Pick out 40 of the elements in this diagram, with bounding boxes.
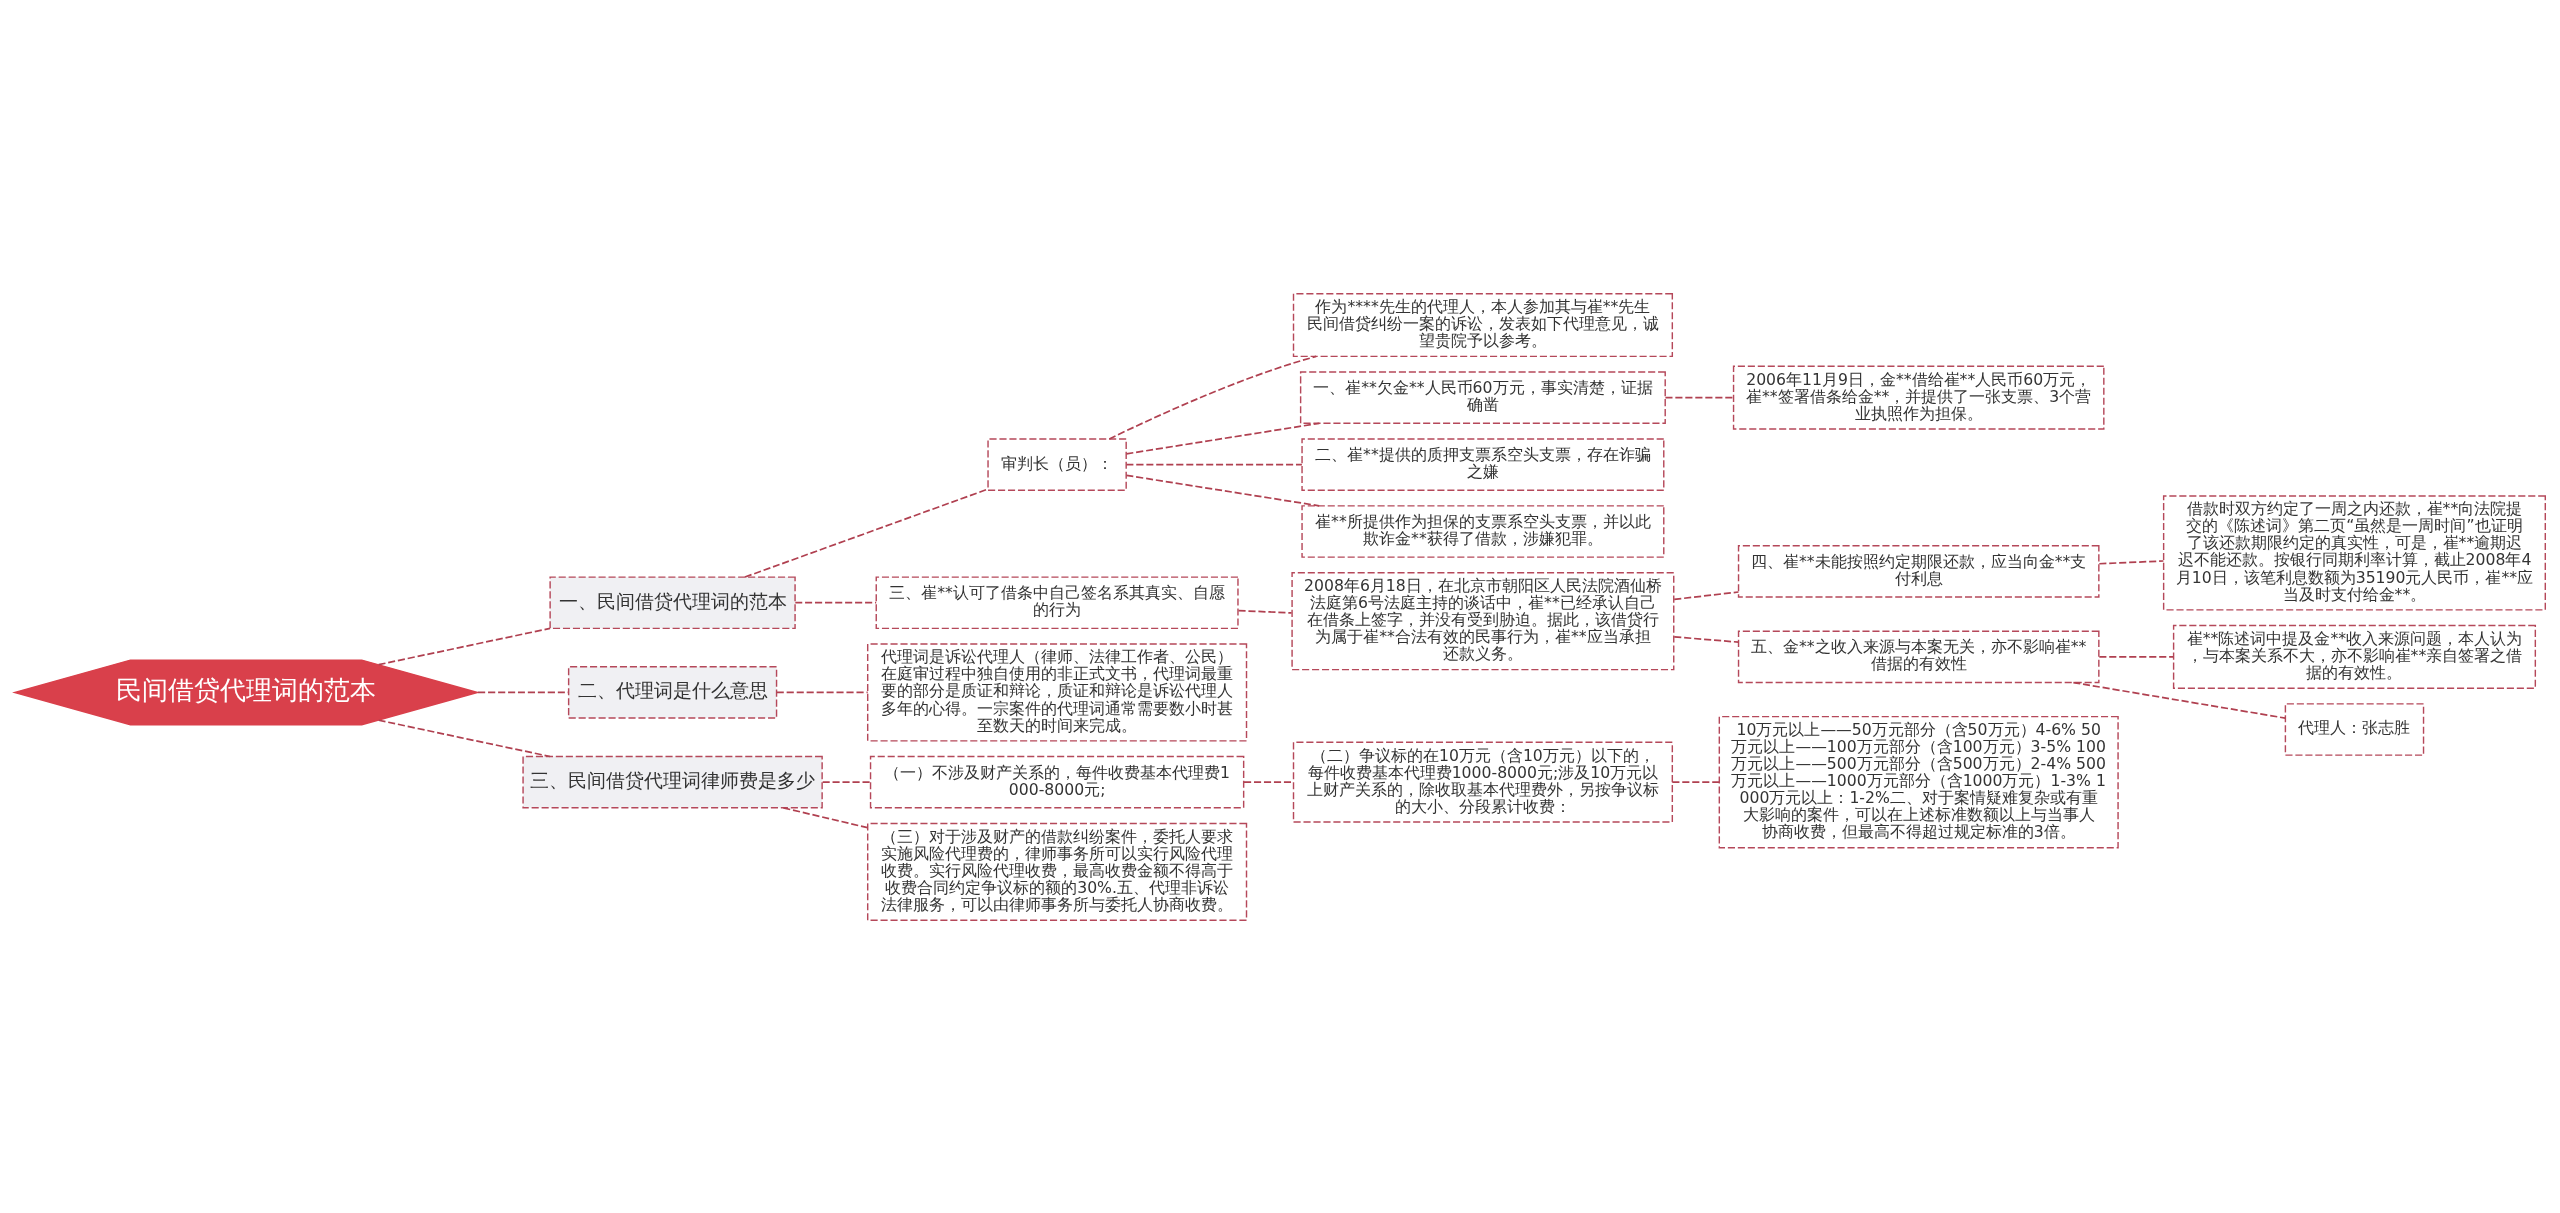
- node-box: 借款时双方约定了一周之内还款，崔**向法院提交的《陈述词》第二页“虽然是一周时间”也证明了该还款期限约定的真实性，可是，崔**逾期迟迟不能还款。按银行同期利率计算，截止2008年4月10日，该笔利息数额为35190元人民币，崔**应当及时支付给金**。: [2162, 494, 2546, 611]
- node-box: 三、民间借贷代理词律师费是多少: [522, 755, 823, 808]
- node-box: 审判长（员）：: [987, 437, 1127, 491]
- node-box: （三）对于涉及财产的借款纠纷案件，委托人要求实施风险代理费的，律师事务所可以实行风险代理收费。实行风险代理收费，最高收费金额不得高于收费合同约定争议标的额的30%.五、代理非诉讼法律服务，可以由律师事务所与委托人协商收费。: [867, 822, 1248, 921]
- connector: [377, 718, 551, 757]
- connector: [1664, 396, 1735, 398]
- node-box: 10万元以上——50万元部分（含50万元）4-6% 50万元以上——100万元部分（含100万元）3-5% 100万元以上——500万元部分（含500万元）2-4% 500万元以上——1000万元部分（含1000万元）1-3% 1000万元以上：1-2%二、对于案情疑难复杂或有重大影响的案件，可以在上述标准数额以上与当事人协商收费，但最高不得超过规定标准的3倍。: [1718, 715, 2119, 848]
- connector: [1673, 635, 1740, 643]
- connector: [1243, 780, 1294, 783]
- connector: [2072, 681, 2287, 719]
- node-box: 2008年6月18日，在北京市朝阳区人民法院酒仙桥法庭第6号法庭主持的谈话中，崔**已经承认自己在借条上签字，并没有受到胁迫。据此，该借贷行为属于崔**合法有效的民事行为，崔**应当承担还款义务。: [1291, 571, 1675, 670]
- connector: [377, 627, 551, 666]
- connector: [1237, 609, 1293, 614]
- node-box: 作为****先生的代理人，本人参加其与崔**先生民间借贷纠纷一案的诉讼，发表如下代理意见，诚望贵院予以参考。: [1292, 292, 1674, 357]
- node-box: 崔**所提供作为担保的支票系空头支票，并以此欺诈金**获得了借款，涉嫌犯罪。: [1301, 504, 1665, 558]
- connector: [2098, 559, 2165, 565]
- connector: [1125, 422, 1321, 455]
- connector: [1125, 463, 1303, 465]
- connector: [794, 601, 878, 604]
- node-box: 一、崔**欠金**人民币60万元，事实清楚，证据确凿: [1299, 370, 1666, 424]
- node-box: 三、崔**认可了借条中自己签名系其真实、自愿的行为: [875, 575, 1239, 629]
- node-box: 代理人：张志胜: [2284, 702, 2425, 756]
- node-box: 二、崔**提供的质押支票系空头支票，存在诈骗之嫌: [1301, 437, 1665, 491]
- connector: [1673, 590, 1740, 600]
- node-box: 崔**陈述词中提及金**收入来源问题，本人认为，与本案关系不大，亦不影响崔**亲自签署之借据的有效性。: [2172, 624, 2537, 689]
- connector: [2098, 655, 2175, 658]
- connector: [775, 691, 869, 693]
- connector: [1671, 780, 1720, 783]
- connector: [821, 780, 872, 783]
- node-box: 二、代理词是什么意思: [567, 665, 778, 719]
- connector: [1125, 474, 1321, 507]
- node-box: 一、民间借贷代理词的范本: [549, 575, 796, 629]
- node-box: 2006年11月9日，金**借给崔**人民币60万元，崔**签署借条给金**，并提供了一张支票、3个营业执照作为担保。: [1732, 365, 2105, 430]
- node-box: （二）争议标的在10万元（含10万元）以下的，每件收费基本代理费1000-8000元;涉及10万元以上财产关系的，除收取基本代理费外，另按争议标的大小、分段累计收费：: [1292, 741, 1674, 823]
- connector: [744, 487, 989, 578]
- node-box: 代理词是诉讼代理人（律师、法律工作者、公民）在庭审过程中独自使用的非正式文书，代理词最重要的部分是质证和辩论，质证和辩论是诉讼代理人多年的心得。一宗案件的代理词通常需要数小时甚至数天的时间来完成。: [867, 642, 1248, 742]
- node-box: 五、金**之收入来源与本案无关，亦不影响崔**借据的有效性: [1737, 630, 2100, 683]
- connector: [782, 806, 869, 828]
- node-box: （一）不涉及财产关系的，每件收费基本代理费1000-8000元;: [869, 755, 1245, 808]
- node-box: 四、崔**未能按照约定期限还款，应当向金**支付利息: [1737, 544, 2100, 598]
